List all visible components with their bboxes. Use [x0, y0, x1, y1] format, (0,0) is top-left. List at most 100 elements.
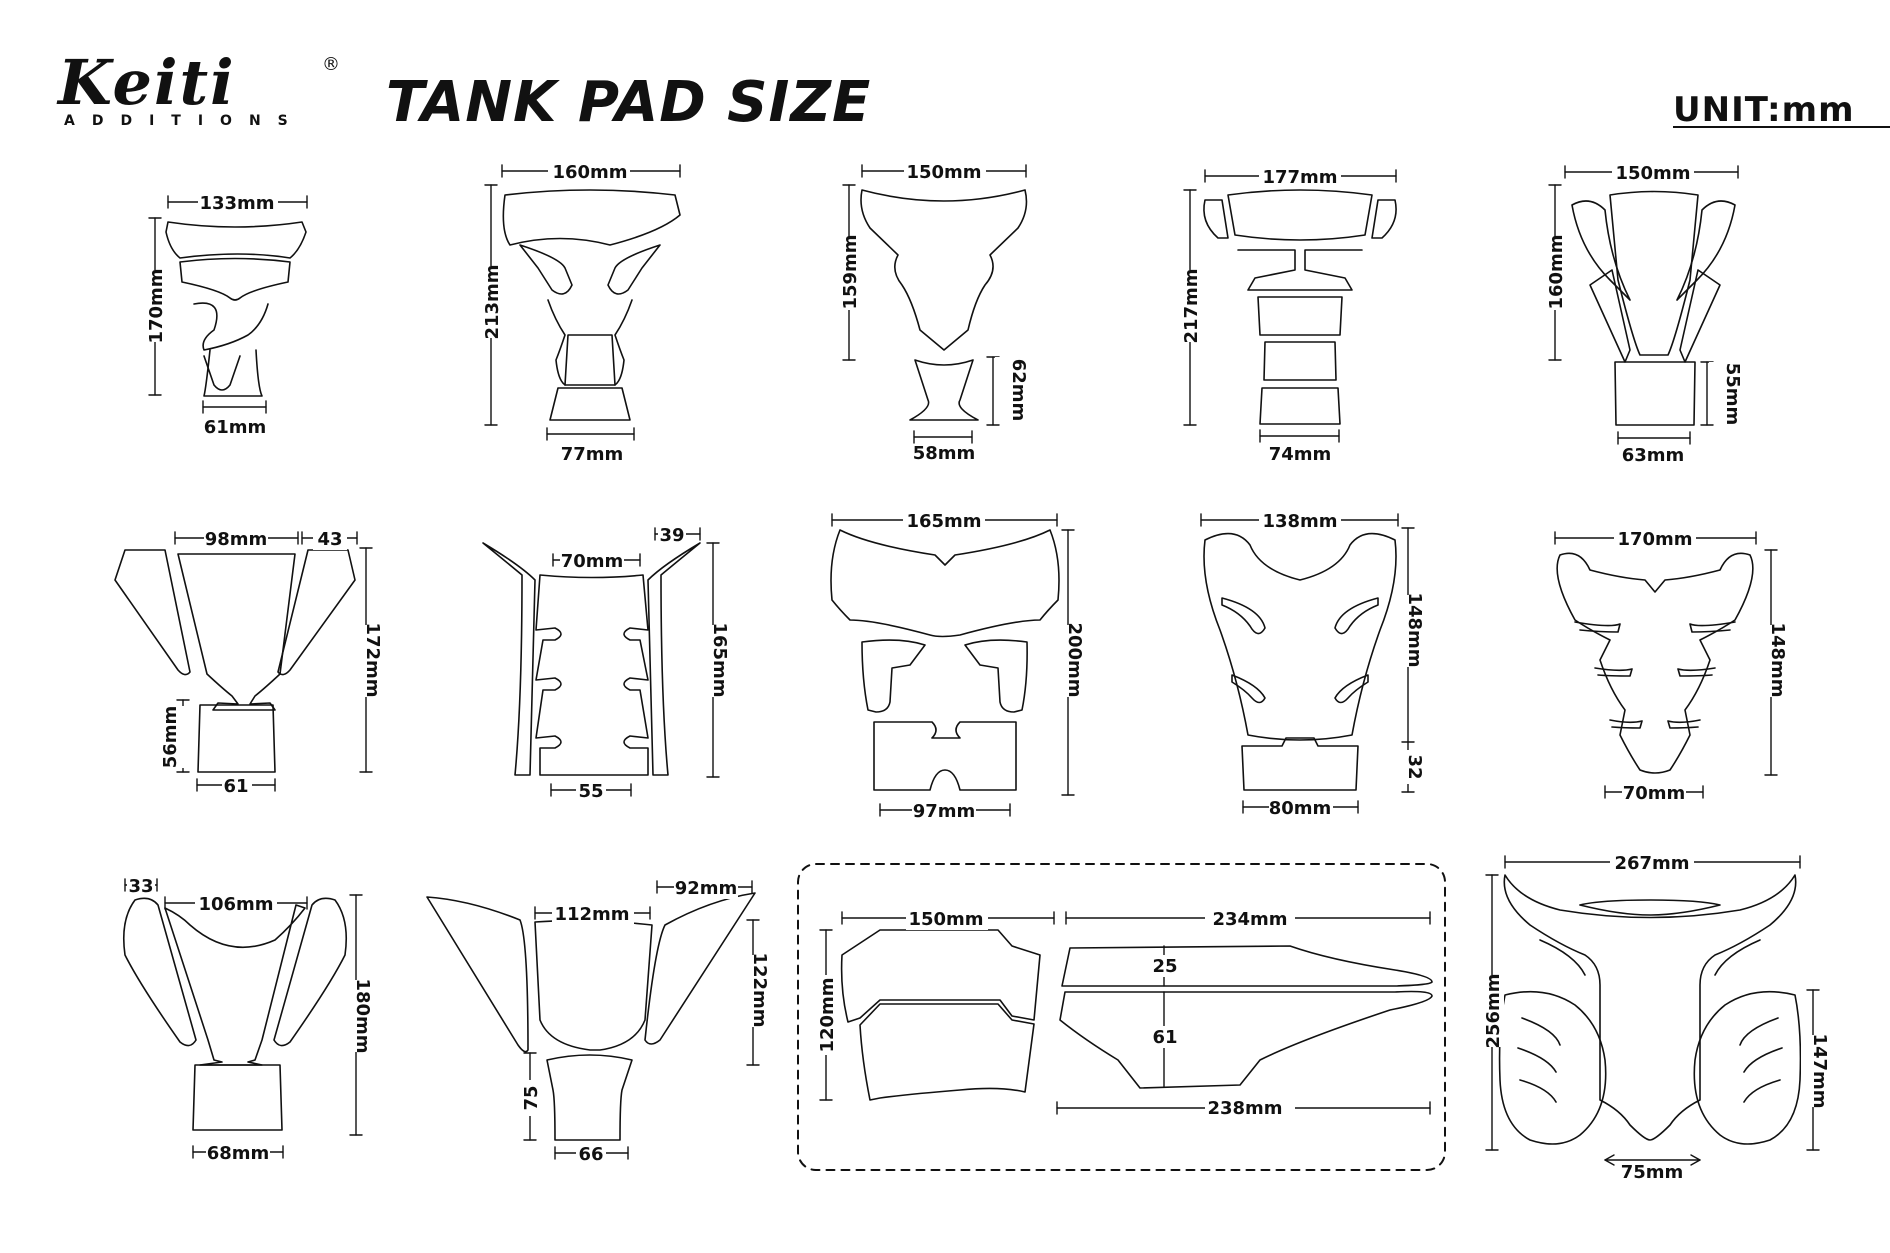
pad-2-bottom: 77mm — [561, 444, 624, 465]
pad-10-width: 170mm — [1617, 529, 1692, 550]
pad-9-lower-height: 32 — [1404, 754, 1425, 779]
pad-6-outline — [114, 549, 356, 773]
pad-11: 33 106mm 180mm 68mm — [122, 873, 373, 1164]
pad-2-outline — [502, 189, 681, 421]
pad-8-outline — [830, 529, 1060, 791]
pad-1-dimensions — [148, 195, 308, 414]
pad-13-side-width: 150mm — [908, 909, 983, 930]
pad-8-bottom: 97mm — [913, 801, 976, 822]
pad-13-knee-bottom-width: 238mm — [1207, 1098, 1282, 1119]
registered-mark: ® — [322, 54, 340, 75]
page-title: TANK PAD SIZE — [386, 70, 872, 135]
pad-5-outline — [1571, 190, 1736, 426]
pad-2-width: 160mm — [552, 162, 627, 183]
pad-set-13: 150mm 120mm 234mm 25 61 238mm — [797, 863, 1446, 1171]
pad-5-bottom: 63mm — [1622, 445, 1685, 466]
unit-label: UNIT:mm — [1673, 90, 1855, 130]
pad-12-side-width: 92mm — [675, 878, 738, 899]
pad-11-height: 180mm — [352, 978, 373, 1053]
pad-9-width: 138mm — [1262, 511, 1337, 532]
pad-7: 70mm 39 165mm 55 — [482, 522, 730, 802]
pad-6-lower-height: 56mm — [160, 706, 181, 769]
pad-11-side-width: 33 — [128, 876, 153, 897]
pad-3-outline — [860, 189, 1028, 421]
pad-8: 165mm 200mm 97mm — [830, 508, 1085, 822]
pad-6-side-width: 43 — [317, 529, 342, 550]
pad-14-width: 267mm — [1614, 853, 1689, 874]
pad-14-outline — [1498, 874, 1802, 1145]
pad-9-outline — [1203, 532, 1397, 791]
pad-2-height: 213mm — [482, 264, 503, 339]
pad-13-side-height: 120mm — [817, 977, 838, 1052]
pad-9: 138mm 148mm 32 80mm — [1200, 508, 1425, 819]
pad-8-dimensions — [831, 513, 1075, 817]
pad-13-knee-top-height: 25 — [1152, 956, 1177, 977]
pad-7-width: 70mm — [561, 551, 624, 572]
pad-12-width: 112mm — [554, 904, 629, 925]
logo-wordmark: Keiti — [58, 46, 236, 119]
pad-3-width: 150mm — [906, 162, 981, 183]
pad-10-bottom: 70mm — [1623, 783, 1686, 804]
pad-10-height: 148mm — [1767, 622, 1788, 697]
pad-13-side-pads — [840, 929, 1041, 1101]
pad-9-dimensions — [1200, 513, 1415, 814]
pad-12-outline — [426, 892, 756, 1141]
pad-2: 160mm 213mm 77mm — [479, 159, 681, 465]
pad-11-width: 106mm — [198, 894, 273, 915]
pad-11-dimensions — [124, 878, 363, 1159]
pad-13-knee-pads — [1059, 945, 1433, 1089]
pad-11-bottom: 68mm — [207, 1143, 270, 1164]
pad-1: 133mm 170mm 61mm — [143, 190, 308, 438]
pad-8-width: 165mm — [906, 511, 981, 532]
pad-5-lower-height: 55mm — [1722, 363, 1743, 426]
pad-10-dimensions — [1554, 531, 1778, 799]
pad-6-height: 172mm — [362, 622, 383, 697]
pad-14-height: 256mm — [1483, 973, 1504, 1048]
pad-14-knee-height: 147mm — [1809, 1033, 1830, 1108]
pad-9-height: 148mm — [1404, 592, 1425, 667]
pad-8-height: 200mm — [1064, 622, 1085, 697]
pad-1-width: 133mm — [199, 193, 274, 214]
pad-4-dimensions — [1183, 169, 1397, 443]
pad-4-width: 177mm — [1262, 167, 1337, 188]
pad-7-outline — [482, 542, 701, 776]
pad-3-height: 159mm — [840, 234, 861, 309]
pad-12-bottom: 66 — [578, 1144, 603, 1165]
pad-10-outline — [1556, 552, 1754, 774]
pad-7-bottom: 55 — [578, 781, 603, 802]
pad-6: 98mm 43 172mm 56mm 61 — [114, 526, 383, 797]
pad-5-height: 160mm — [1546, 234, 1567, 309]
pad-11-outline — [122, 897, 348, 1131]
pad-2-dimensions — [484, 164, 681, 441]
pad-3-bottom: 58mm — [913, 443, 976, 464]
pad-set-13-frame — [797, 863, 1446, 1171]
pad-6-width: 98mm — [205, 529, 268, 550]
pad-6-bottom: 61 — [223, 776, 248, 797]
pad-3: 150mm 159mm 62mm 58mm — [837, 159, 1029, 464]
pad-1-outline — [165, 221, 307, 397]
pad-4: 177mm 217mm 74mm — [1178, 164, 1397, 465]
pad-1-bottom: 61mm — [204, 417, 267, 438]
pad-9-bottom: 80mm — [1269, 798, 1332, 819]
pad-12-height: 122mm — [749, 952, 770, 1027]
pad-10: 170mm 148mm 70mm — [1554, 526, 1788, 804]
pad-14: 267mm 256mm 147mm 75mm — [1480, 850, 1830, 1183]
pad-13-knee-width: 234mm — [1212, 909, 1287, 930]
pad-14-bottom: 75mm — [1621, 1162, 1684, 1183]
pad-1-height: 170mm — [146, 268, 167, 343]
pad-13-dimensions — [819, 911, 1431, 1115]
pad-4-outline — [1203, 189, 1397, 425]
pad-7-side-width: 39 — [659, 525, 684, 546]
pad-12-lower-height: 75 — [521, 1085, 542, 1110]
pad-4-bottom: 74mm — [1269, 444, 1332, 465]
pad-12: 92mm 112mm 122mm 75 66 — [426, 875, 770, 1165]
unit-underline — [1673, 126, 1890, 128]
pad-5-width: 150mm — [1615, 163, 1690, 184]
pad-5: 150mm 160mm 55mm 63mm — [1543, 160, 1743, 466]
pad-4-height: 217mm — [1181, 268, 1202, 343]
pad-13-knee-lower-height: 61 — [1152, 1027, 1177, 1048]
logo-subtitle: ADDITIONS — [64, 113, 305, 129]
pad-7-height: 165mm — [709, 622, 730, 697]
pad-3-lower-height: 62mm — [1008, 359, 1029, 422]
